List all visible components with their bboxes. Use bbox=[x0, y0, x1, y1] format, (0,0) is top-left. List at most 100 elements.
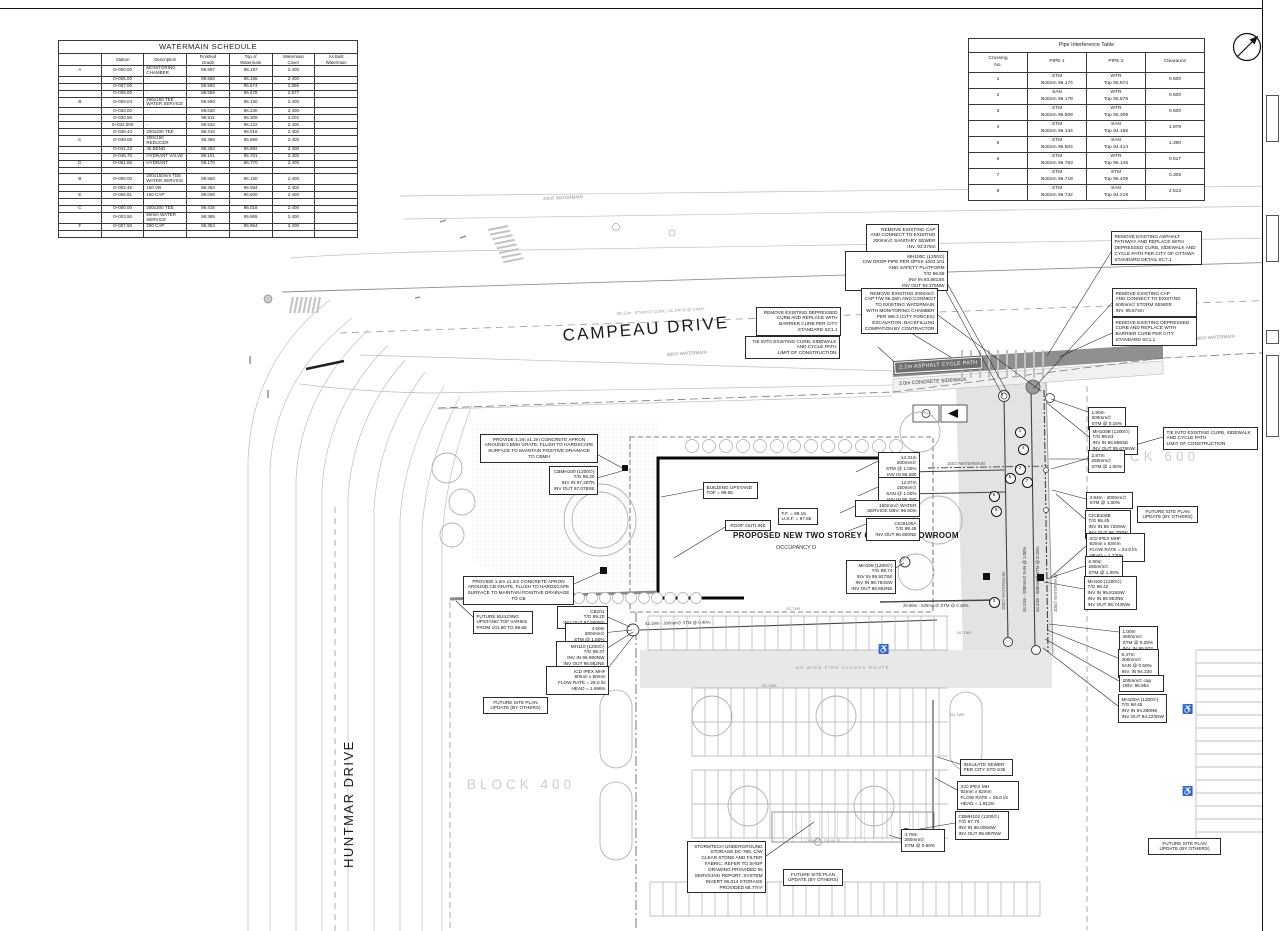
label-fire-route: 8m WIDE FIRE ACCESS ROUTE bbox=[796, 665, 890, 670]
title-block-strip bbox=[1262, 0, 1280, 931]
callout-stm-394: 3.94m - 200mm∅STM @ 1.00% bbox=[1086, 492, 1133, 509]
crossing-marker-7: 7 bbox=[1021, 476, 1033, 488]
plan-symbols bbox=[912, 404, 968, 423]
sidewalk-band-fill bbox=[892, 360, 1164, 394]
label-san-3423: 34.23m - 200mm∅ SAN @ 1.00% bbox=[1022, 546, 1027, 612]
table-title: WATERMAIN SCHEDULE bbox=[58, 40, 358, 54]
label-wm-200-vert: 200∅ WATERMAIN bbox=[1001, 572, 1006, 610]
callout-remove-200-cap: REMOVE EXISTING 200mm∅CAP T/W 96.28m AND… bbox=[861, 288, 938, 335]
crossing-marker-5: 5 bbox=[1004, 472, 1016, 484]
right-road-fill bbox=[956, 382, 1053, 658]
table-title: Pipe Interference Table bbox=[968, 38, 1205, 53]
label-wm-200-vert2: 200∅ WATERMAIN bbox=[1053, 574, 1058, 612]
column-header: Finished Grade bbox=[186, 53, 230, 66]
column-header: Crossing No. bbox=[968, 52, 1028, 73]
column-header: Top of Watermain bbox=[228, 53, 273, 66]
label-building-title: PROPOSED NEW TWO STOREY OFFICE & SHOWROO… bbox=[733, 531, 959, 540]
label-dc-tws-2: DC-TWS bbox=[762, 684, 777, 688]
roof-outline-rect bbox=[629, 436, 934, 613]
label-dc-tws-4: DC-TWS bbox=[950, 713, 965, 717]
column-header: Station bbox=[100, 53, 145, 66]
label-block-400: BLOCK 400 bbox=[467, 777, 576, 792]
column-header: PIPE 1 bbox=[1027, 52, 1087, 73]
crossing-marker-6: 6 bbox=[988, 490, 1000, 502]
crossing-marker-4: 4 bbox=[1017, 443, 1029, 455]
label-occupancy: OCCUPANCY D bbox=[776, 545, 817, 551]
crossing-marker-8: 8 bbox=[990, 505, 1002, 517]
parking-islands bbox=[599, 689, 983, 861]
crossing-marker-2: 2 bbox=[1014, 463, 1026, 475]
label-dc-tws-3: DC-TWS bbox=[957, 631, 972, 635]
label-stm-2096: 20.96m - 525mm∅ STM @ 0.16% bbox=[903, 603, 969, 608]
column-header: As Built Watermain bbox=[314, 53, 358, 66]
table-row bbox=[58, 229, 358, 238]
label-wm-150: 150∅ WATERMAIN bbox=[947, 461, 985, 466]
accessible-parking-icon: ♿ bbox=[878, 644, 890, 654]
callout-mh100c: MH100C (1200∅)C/W DROP PIPE PER OPSS 100… bbox=[845, 251, 948, 292]
accessible-parking-icon: ♿ bbox=[1182, 786, 1194, 796]
column-header bbox=[58, 53, 102, 66]
column-header: PIPE 2 bbox=[1086, 52, 1146, 73]
table-row bbox=[58, 166, 358, 175]
label-huntmar-drive: HUNTMAR DRIVE bbox=[341, 740, 356, 868]
accessible-parking-icon: ♿ bbox=[1182, 704, 1194, 714]
north-arrow-icon bbox=[1232, 32, 1262, 62]
callout-roof-outline: ROOF OUTLINE bbox=[725, 520, 771, 531]
crossing-marker-1: 1 bbox=[1014, 426, 1026, 438]
pipe-lines bbox=[639, 381, 1054, 833]
